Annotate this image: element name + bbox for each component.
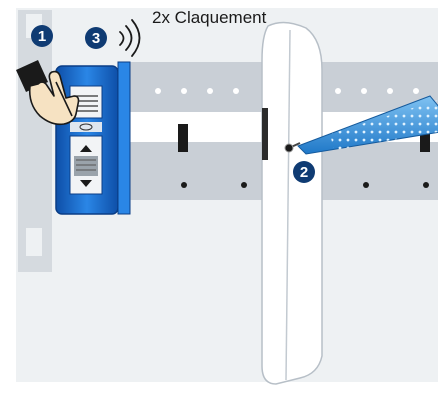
caption-double-click: 2x Claquement (152, 8, 267, 27)
step-2-label: 2 (300, 164, 308, 181)
vertical-mounting-rail (18, 10, 52, 272)
cover-plate (262, 22, 322, 384)
step-2-badge: 2 (293, 161, 315, 183)
blue-module (56, 62, 130, 214)
step-3-label: 3 (92, 30, 100, 47)
step-1-badge: 1 (31, 25, 53, 47)
step-1-label: 1 (38, 28, 46, 45)
step-3-badge: 3 (85, 27, 107, 49)
